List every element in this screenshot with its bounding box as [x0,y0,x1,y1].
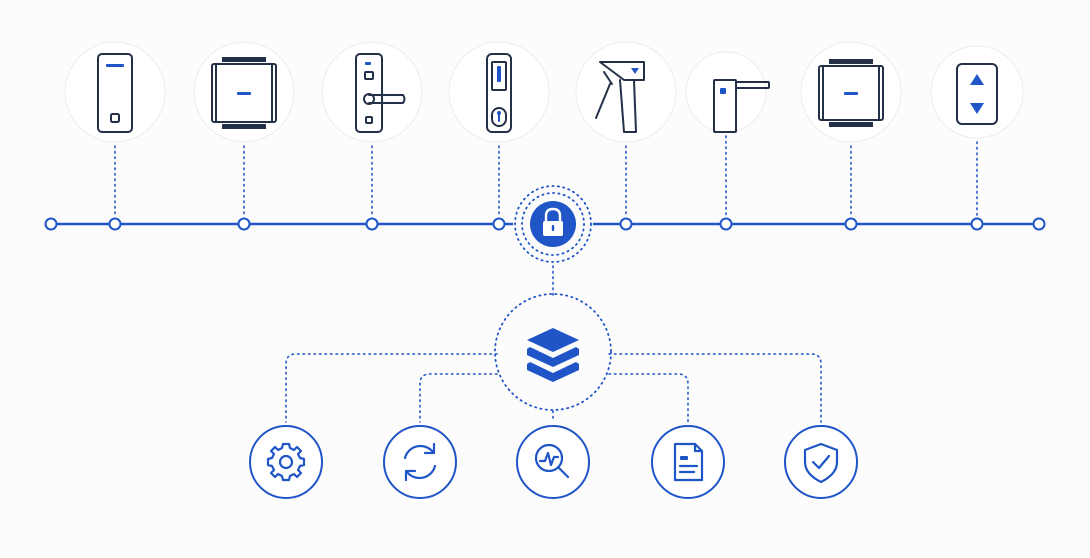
service-connectors [285,353,822,423]
gear-icon [266,442,306,482]
device-door-lock [321,41,423,143]
service-circle [784,425,858,499]
bus-node [492,217,506,231]
elevator-call-icon [956,63,998,125]
device-circle [321,41,423,143]
analytics-search-icon [534,443,570,479]
device-circle [448,41,550,143]
tripod-turnstile-icon [595,61,645,133]
barrier-gate-icon [713,79,770,133]
device-elevator-panel [930,45,1024,139]
access-controller-icon [211,57,277,129]
bus-node [970,217,984,231]
service-settings [249,425,323,499]
bus-node [365,217,379,231]
service-circle [651,425,725,499]
sync-icon [403,442,437,482]
device-tripod-turnstile [575,41,677,143]
shield-check-icon [803,442,839,484]
service-sync [383,425,457,499]
device-connectors [114,135,978,218]
service-documents [651,425,725,499]
device-controller-panel [800,41,902,143]
device-barrier-gate [685,51,770,133]
door-lock-handle-icon [355,53,406,133]
bus-node [237,217,251,231]
device-fingerprint-reader [448,41,550,143]
card-reader-icon [97,53,133,133]
bus-node [619,217,633,231]
platform-ring [494,293,612,411]
device-circle [575,41,677,143]
bus-endpoint-right [1032,217,1046,231]
device-access-controller [193,41,295,143]
fingerprint-reader-icon [486,53,512,133]
bus-node [844,217,858,231]
device-circle [64,41,166,143]
bus-node [719,217,733,231]
service-analytics [516,425,590,499]
device-card-reader [64,41,166,143]
platform-core [494,293,612,411]
document-icon [673,442,704,482]
padlock-icon [543,207,563,236]
security-hub [513,184,593,264]
bus-node [108,217,122,231]
layers-stack-icon [527,328,579,382]
service-security [784,425,858,499]
service-circle [383,425,457,499]
bus-endpoint-left [44,217,58,231]
controller-panel-icon [818,59,884,127]
device-circle [930,45,1024,139]
service-circle [249,425,323,499]
